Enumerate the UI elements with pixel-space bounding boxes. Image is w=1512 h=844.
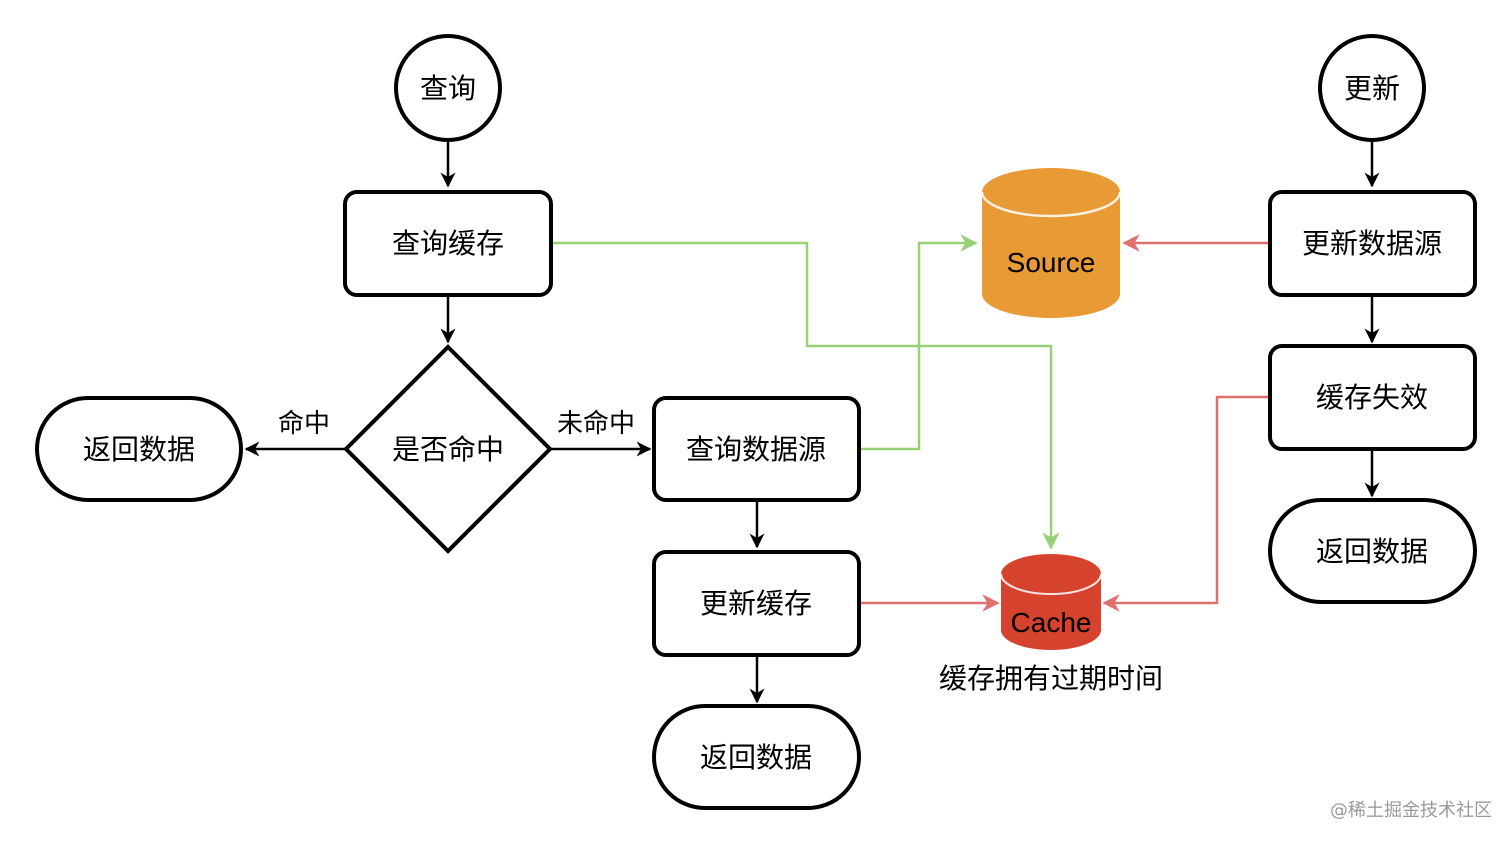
edge-label-hit: 命中	[278, 409, 330, 439]
cache-database-top	[1001, 554, 1101, 594]
source-database-top	[982, 168, 1120, 216]
node-return-after-invalidate-label: 返回数据	[1316, 535, 1428, 568]
node-invalidate-cache-label: 缓存失效	[1316, 381, 1428, 414]
node-return-hit-label: 返回数据	[83, 433, 195, 466]
node-return-after-invalidate: 返回数据	[1268, 498, 1477, 604]
source-database-label: Source	[1007, 247, 1096, 278]
source-database-rim	[980, 191, 1122, 218]
node-invalidate-cache: 缓存失效	[1268, 344, 1477, 451]
node-return-hit: 返回数据	[35, 396, 243, 502]
source-database: Source	[980, 168, 1122, 318]
edge-query-source-to-source-db	[860, 234, 978, 451]
node-query-source-label: 查询数据源	[686, 433, 826, 466]
node-query-start: 查询	[394, 34, 502, 142]
cache-database-rim	[1000, 573, 1102, 595]
node-return-after-update-label: 返回数据	[700, 741, 812, 774]
cache-database-body	[1001, 574, 1101, 650]
source-database-body	[982, 192, 1120, 318]
cache-database-label: Cache	[1011, 607, 1092, 638]
edge-invalidate-to-cache-db	[1102, 395, 1268, 612]
edge-query-cache-to-cache-db	[552, 241, 1060, 550]
node-is-hit-label: 是否命中	[392, 433, 504, 466]
node-update-start-label: 更新	[1344, 72, 1400, 105]
node-return-after-update: 返回数据	[652, 704, 861, 810]
node-query-cache: 查询缓存	[343, 190, 553, 297]
edge-label-miss: 未命中	[557, 409, 635, 439]
watermark: @稀土掘金技术社区	[1330, 800, 1492, 821]
node-query-source: 查询数据源	[652, 396, 861, 502]
node-update-cache: 更新缓存	[652, 550, 861, 657]
node-update-source-label: 更新数据源	[1302, 227, 1442, 260]
node-update-source: 更新数据源	[1268, 190, 1477, 297]
node-update-cache-label: 更新缓存	[700, 587, 812, 620]
node-query-cache-label: 查询缓存	[392, 227, 504, 260]
node-update-start: 更新	[1318, 34, 1426, 142]
cache-ttl-note: 缓存拥有过期时间	[939, 662, 1163, 695]
node-is-hit: 是否命中	[343, 344, 553, 554]
cache-database: Cache	[1000, 554, 1102, 650]
node-query-start-label: 查询	[420, 72, 476, 105]
